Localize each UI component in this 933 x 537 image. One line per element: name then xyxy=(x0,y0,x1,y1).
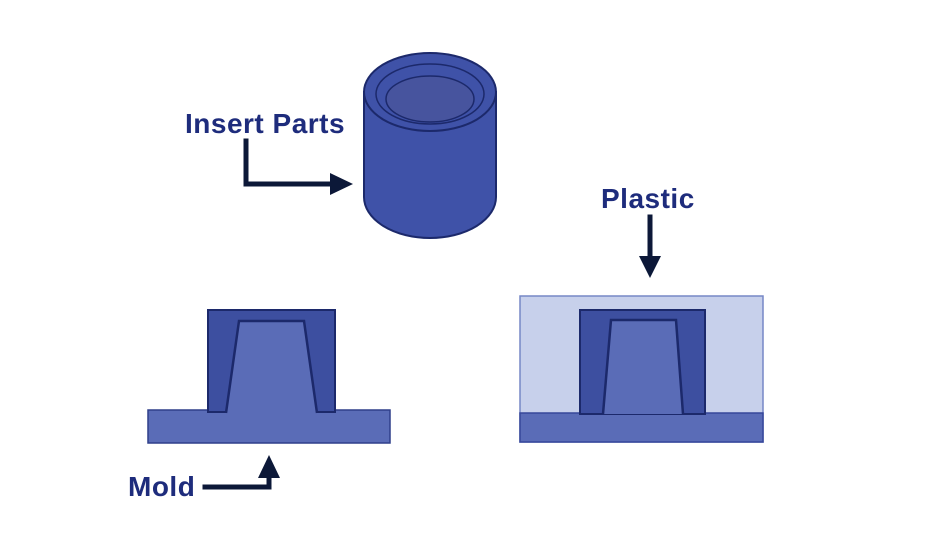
mold-figure-left xyxy=(147,309,391,444)
mold-base xyxy=(147,409,391,444)
mold-core-trapezoid xyxy=(224,319,319,414)
plastic-arrow xyxy=(639,214,661,278)
mold-base-band xyxy=(519,412,764,443)
mold-arrow xyxy=(202,455,280,490)
cylinder-hole xyxy=(385,75,475,123)
plastic-label: Plastic xyxy=(601,183,695,214)
insert-part-cylinder xyxy=(363,52,497,239)
insert-parts-label: Insert Parts xyxy=(185,108,345,139)
insert-parts-arrowhead-icon xyxy=(330,173,353,195)
mold-arrowhead-icon xyxy=(258,455,280,478)
plastic-arrowhead-icon xyxy=(639,256,661,278)
mold-core-trapezoid xyxy=(601,318,685,415)
mold-label: Mold xyxy=(128,471,195,502)
mold-arrow-line xyxy=(202,469,272,490)
mold-figure-right xyxy=(519,295,764,443)
insert-parts-arrow-line xyxy=(243,138,334,187)
cylinder-body xyxy=(363,91,497,239)
insert-parts-arrow xyxy=(243,138,353,195)
